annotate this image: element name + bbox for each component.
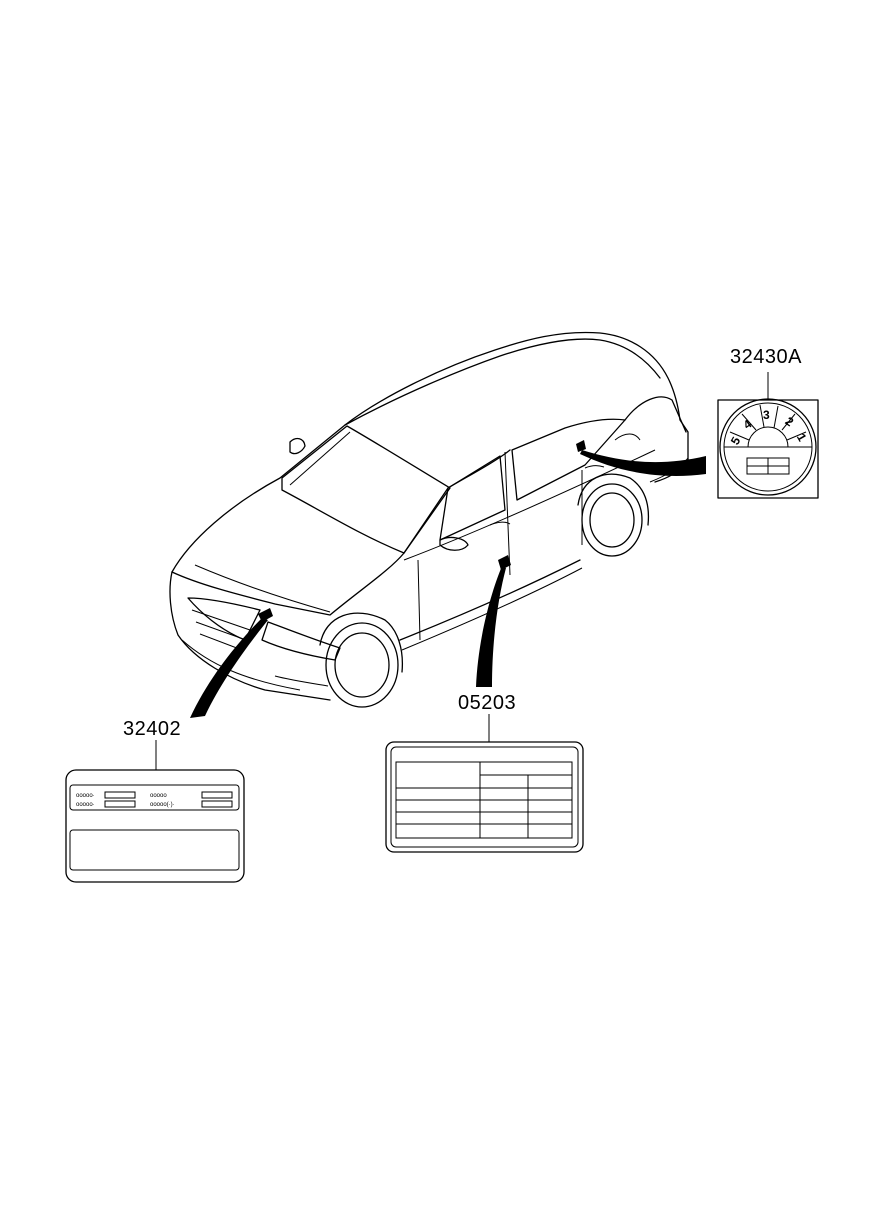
emission-label-part-number: 32402 [123,718,182,740]
sticker-markers [258,440,586,622]
tire-label-part-number: 05203 [458,692,517,714]
svg-text:ooooo·: ooooo· [76,802,95,808]
tire-label-illustration [385,714,584,853]
gauge-number-3: 3 [763,408,770,422]
svg-text:ooooo·: ooooo· [76,793,95,799]
gauge-number-5: 5 [728,434,744,447]
gear-label-illustration: 5 4 3 2 1 [717,372,819,499]
svg-text:ooooo: ooooo [150,793,167,799]
svg-text:ooooo(·)·: ooooo(·)· [150,802,175,808]
car-illustration [169,331,689,708]
gauge-number-4: 4 [741,417,755,432]
leader-wedges [190,450,706,718]
gauge-number-1: 1 [794,431,810,444]
emission-label-illustration: ooooo· ooooo· ooooo ooooo(·)· [65,740,245,883]
gear-label-part-number: 32430A [730,346,802,368]
